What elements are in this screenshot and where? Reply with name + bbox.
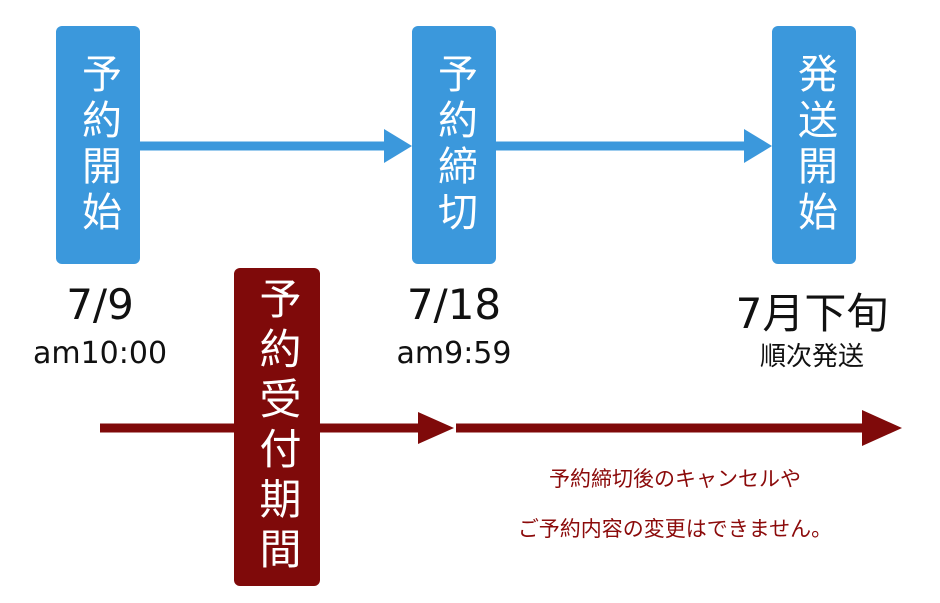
red-arrowhead-2: [862, 410, 902, 446]
milestone-shipping-note: 順次発送: [759, 342, 864, 372]
blue-arrowhead-1: [384, 129, 412, 163]
milestone-start-time: am10:00: [32, 336, 168, 371]
milestone-shipping-date: 7月下旬: [735, 289, 889, 338]
milestone-deadline-time: am9:59: [396, 336, 512, 371]
milestone-start-label: 予約開始: [75, 53, 121, 237]
milestone-deadline-label: 予約締切: [431, 53, 477, 237]
reservation-period-box: 予約受付期間: [234, 268, 320, 586]
notice-line-2: ご予約内容の変更はできません。: [517, 517, 833, 541]
notice-line-1: 予約締切後のキャンセルや: [549, 467, 801, 491]
red-arrowhead-1: [418, 412, 454, 444]
reservation-period-label: 予約受付期間: [253, 277, 302, 577]
blue-arrowhead-2: [744, 129, 772, 163]
milestone-start-date: 7/9: [66, 280, 134, 329]
milestone-shipping-label: 発送開始: [791, 53, 837, 237]
milestone-start-box: 予約開始: [56, 26, 140, 264]
milestone-deadline-box: 予約締切: [412, 26, 496, 264]
milestone-shipping-box: 発送開始: [772, 26, 856, 264]
milestone-deadline-date: 7/18: [406, 280, 502, 329]
